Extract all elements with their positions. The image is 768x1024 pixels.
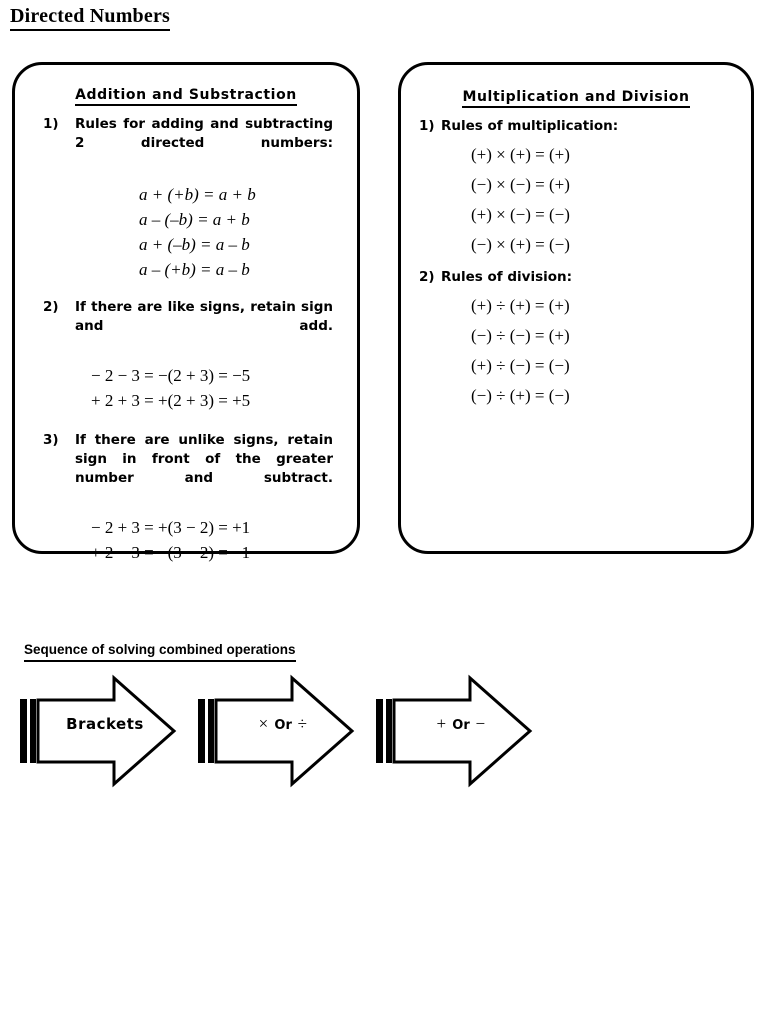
rule-item-addition-3: 3) If there are unlike signs, retain sig… [15,431,357,507]
multiplication-rule-list: (+) × (+) = (+) (−) × (−) = (+) (+) × (−… [401,140,751,260]
rule-text: If there are unlike signs, retain sign i… [75,432,333,486]
rule-item-addition-1: 1) Rules for adding and subtracting 2 di… [15,115,357,172]
example-line: − 2 − 3 = −(2 + 3) = −5 [91,366,251,385]
sequence-step-brackets: Brackets [14,668,204,794]
rule-text: If there are like signs, retain sign and… [75,299,333,334]
rule-text: Rules of multiplication: [441,118,619,134]
rule-item-multiplication-1: 1) Rules of multiplication: [401,117,751,136]
multiplication-division-box: Multiplication and Division 1) Rules of … [398,62,754,554]
multiplication-rule-line: (+) × (−) = (−) [471,205,570,224]
multiplication-rule-line: (−) × (+) = (−) [471,235,570,254]
or-separator: Or [274,718,292,733]
rule-number: 3) [43,432,59,448]
division-rule-list: (+) ÷ (+) = (+) (−) ÷ (−) = (+) (+) ÷ (−… [401,291,751,411]
unlike-sign-example-list: − 2 + 3 = +(3 − 2) = +1 + 2 − 3 = −(3 − … [15,515,357,565]
divide-symbol: ÷ [297,714,308,733]
plus-symbol: + [436,714,447,733]
rule-number: 2) [43,299,59,315]
division-rule-line: (+) ÷ (+) = (+) [471,296,570,315]
example-line: + 2 + 3 = +(2 + 3) = +5 [91,391,251,410]
multiplication-box-heading: Multiplication and Division [401,89,751,108]
rule-item-multiplication-2: 2) Rules of division: [401,268,751,287]
formula-line: a – (–b) = a + b [139,210,250,229]
right-arrow-icon [376,674,533,788]
formula-line: a + (–b) = a – b [139,235,250,254]
or-separator: Or [452,718,470,733]
addition-formula-list: a + (+b) = a + b a – (–b) = a + b a + (–… [15,182,357,282]
rule-text: Rules of division: [441,269,573,285]
multiply-symbol: × [258,714,269,733]
sequence-arrow-row: Brackets × Or ÷ + Or − [0,668,768,798]
example-line: − 2 + 3 = +(3 − 2) = +1 [91,518,251,537]
right-arrow-icon [20,674,177,788]
minus-symbol: − [475,714,486,733]
sequence-step-multiply-divide: × Or ÷ [192,668,382,794]
division-rule-line: (+) ÷ (−) = (−) [471,356,570,375]
division-rule-line: (−) ÷ (+) = (−) [471,386,570,405]
page-title: Directed Numbers [10,4,171,31]
addition-box-heading-text: Addition and Substraction [75,87,297,106]
rule-number: 1) [419,118,435,134]
formula-line: a + (+b) = a + b [139,185,256,204]
sequence-step-label: Brackets [66,715,144,733]
right-arrow-icon [198,674,355,788]
addition-subtraction-box: Addition and Substraction 1) Rules for a… [12,62,360,562]
multiplication-rule-line: (−) × (−) = (+) [471,175,570,194]
division-rule-line: (−) ÷ (−) = (+) [471,326,570,345]
formula-line: a – (+b) = a – b [139,260,250,279]
sequence-heading: Sequence of solving combined operations [24,641,296,662]
multiplication-box-heading-text: Multiplication and Division [462,89,690,108]
sequence-step-add-subtract: + Or − [370,668,560,794]
example-line: + 2 − 3 = −(3 − 2) = −1 [91,543,251,562]
like-sign-example-list: − 2 − 3 = −(2 + 3) = −5 + 2 + 3 = +(2 + … [15,363,357,413]
sequence-step-symbols: × Or ÷ [226,714,340,736]
rule-item-addition-2: 2) If there are like signs, retain sign … [15,298,357,355]
multiplication-rule-line: (+) × (+) = (+) [471,145,570,164]
addition-box-heading: Addition and Substraction [15,87,357,106]
sequence-step-symbols: + Or − [404,714,518,736]
rule-number: 1) [43,116,59,132]
rule-number: 2) [419,269,435,285]
rule-text: Rules for adding and subtracting 2 direc… [75,116,333,151]
